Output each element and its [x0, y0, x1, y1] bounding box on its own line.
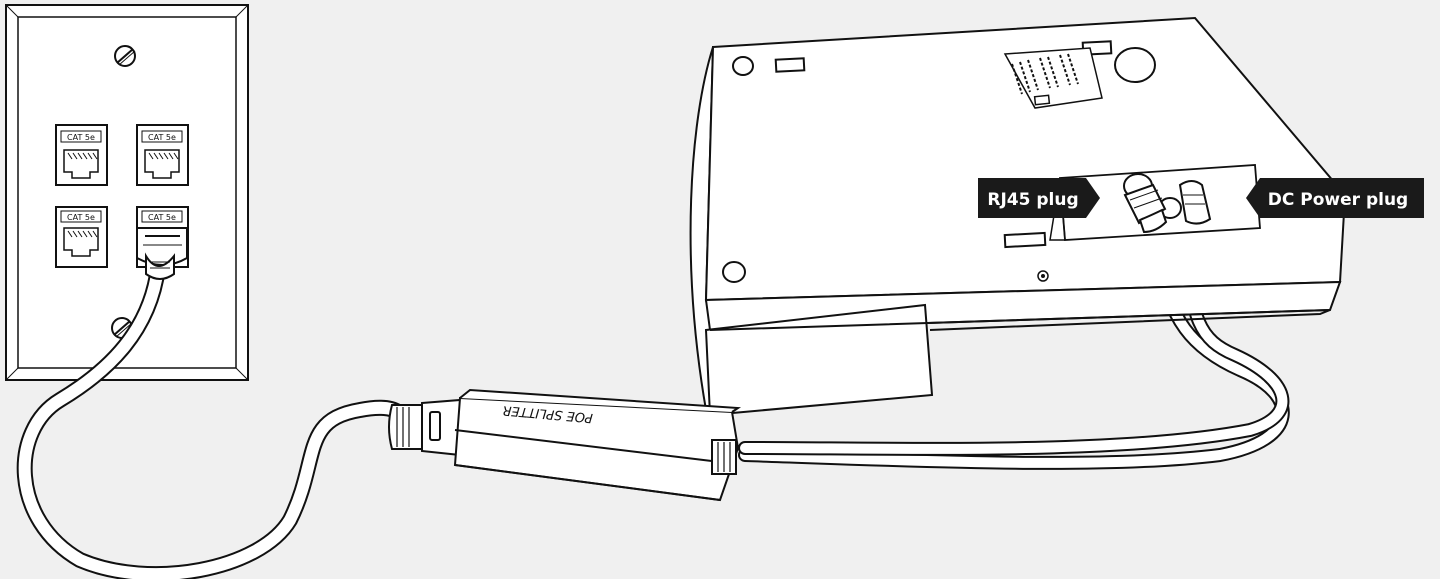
jack-label: CAT 5e — [148, 213, 176, 222]
ethernet-cable-wall — [16, 260, 406, 579]
dc-power-callout: DC Power plug — [1246, 178, 1424, 218]
terminal-block — [1003, 47, 1103, 109]
poe-splitter — [388, 388, 742, 502]
rj45-callout: RJ45 plug — [978, 178, 1100, 218]
jack-label: CAT 5e — [67, 213, 95, 222]
jack-label: CAT 5e — [148, 133, 176, 142]
top-screw-icon — [114, 45, 136, 67]
ethernet-jack — [136, 124, 189, 186]
dc-power-callout-label: DC Power plug — [1268, 190, 1408, 210]
wall-plate — [5, 4, 249, 381]
rj45-plug-at-wall — [136, 227, 188, 280]
rj45-plug-at-box — [1123, 173, 1168, 234]
ethernet-jack — [55, 124, 108, 186]
enclosure-box — [689, 16, 1347, 417]
cable-splitter-to-box — [738, 213, 1290, 470]
dc-power-plug — [1178, 180, 1212, 225]
ethernet-jack — [55, 206, 108, 268]
jack-label: CAT 5e — [67, 133, 95, 142]
rj45-callout-label: RJ45 plug — [987, 190, 1078, 210]
